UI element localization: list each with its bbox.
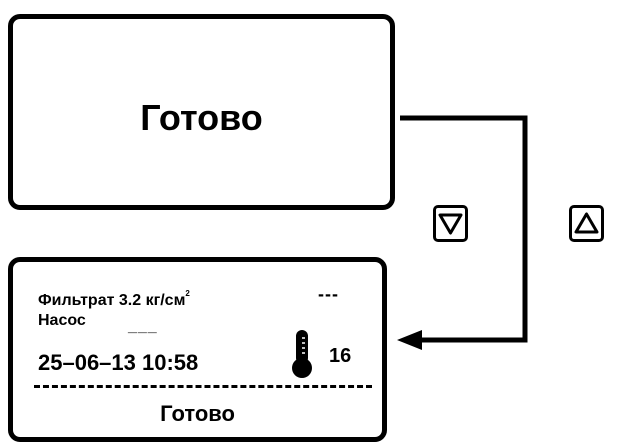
filtrate-unit-superscript: 2 [185, 289, 190, 298]
pump-label: Насос [38, 312, 86, 329]
up-key-button[interactable] [569, 205, 604, 242]
filtrate-label: Фильтрат 3.2 кг/см [38, 292, 186, 309]
pump-dashes: ___ [128, 318, 158, 335]
filtrate-line: Фильтрат 3.2 кг/см2 [38, 289, 190, 310]
top-display-screen: Готово [8, 14, 395, 210]
date-time-readout: 25–06–13 10:58 [38, 350, 199, 375]
bottom-status-text: Готово [160, 401, 235, 426]
bottom-display-screen: Фильтрат 3.2 кг/см2 --- Насос ___ 25–06–… [8, 257, 387, 442]
top-status-text: Готово [140, 97, 263, 138]
down-key-button[interactable] [433, 205, 468, 242]
filtrate-dashes: --- [318, 284, 339, 304]
up-arrow-icon [574, 212, 599, 234]
temperature-value: 16 [329, 345, 352, 367]
down-arrow-icon [438, 213, 463, 235]
thermometer-icon [292, 330, 312, 378]
dashed-divider [34, 385, 372, 388]
